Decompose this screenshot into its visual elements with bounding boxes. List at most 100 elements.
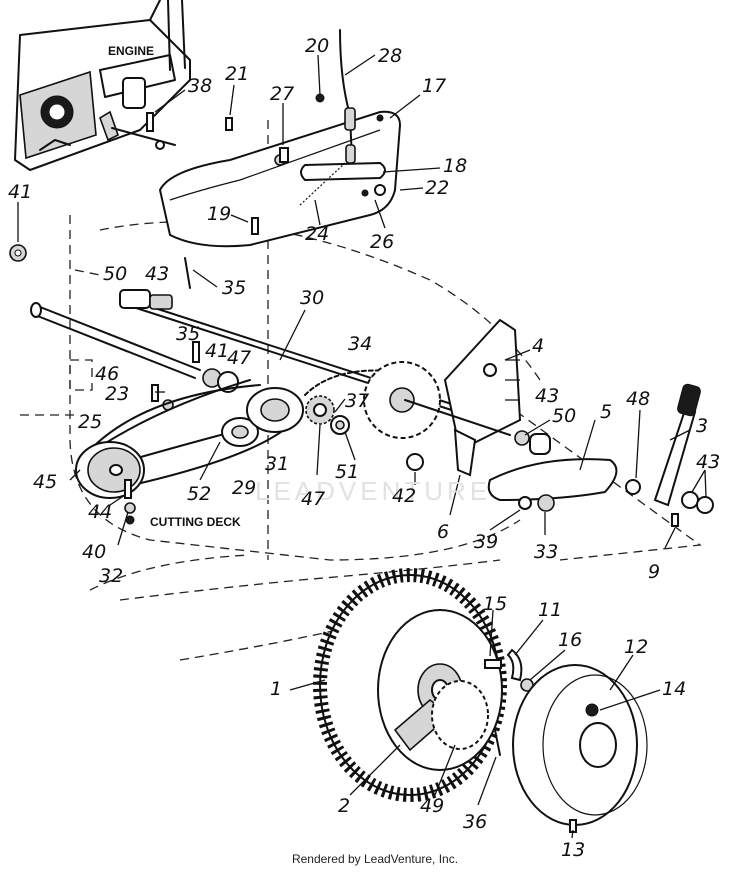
bolt [251, 217, 259, 235]
washer [681, 491, 699, 509]
callout-31: 31 [265, 453, 289, 475]
control-cable [315, 29, 356, 164]
callout-30: 30 [300, 287, 324, 309]
pin [146, 112, 154, 132]
callout-25: 25 [78, 411, 102, 433]
callout-43-right: 43 [535, 385, 559, 407]
callout-27: 27 [270, 83, 294, 105]
callout-22: 22 [425, 177, 449, 199]
callout-38: 38 [188, 75, 212, 97]
cutting-deck-label: CUTTING DECK [150, 515, 241, 529]
callout-33: 33 [534, 541, 558, 563]
engine-assembly [14, 0, 191, 171]
bearing [514, 430, 530, 446]
callout-14: 14 [662, 678, 686, 700]
bolt [151, 384, 159, 402]
callout-34: 34 [348, 333, 372, 355]
washer [124, 502, 136, 514]
callout-45: 45 [33, 471, 57, 493]
callout-20: 20 [305, 35, 329, 57]
bolt [671, 513, 679, 527]
callout-41-top: 41 [8, 181, 32, 203]
callout-26: 26 [370, 231, 394, 253]
callout-21: 21 [225, 63, 249, 85]
callout-49: 49 [420, 795, 444, 817]
callout-24: 24 [305, 223, 329, 245]
callout-29: 29 [232, 477, 256, 499]
callout-48: 48 [626, 388, 650, 410]
callout-18: 18 [443, 155, 467, 177]
large-pulley [75, 441, 145, 499]
nut [125, 515, 135, 525]
callout-43-left: 43 [145, 263, 169, 285]
callout-19: 19 [207, 203, 231, 225]
callout-52: 52 [187, 483, 211, 505]
wheel-sprocket [431, 680, 489, 750]
callout-42: 42 [392, 485, 416, 507]
footer-credit: Rendered by LeadVenture, Inc. [291, 852, 459, 866]
callout-36: 36 [463, 811, 487, 833]
callout-17: 17 [422, 75, 446, 97]
mounting-bracket [453, 428, 477, 477]
callout-50-left: 50 [103, 263, 127, 285]
shift-lever-plate [487, 458, 618, 502]
callouts: 20 28 21 27 17 38 18 22 19 24 26 41 50 4… [8, 35, 720, 861]
callout-35-lower: 35 [176, 323, 200, 345]
callout-6: 6 [437, 521, 449, 543]
rear-axle [30, 302, 201, 379]
callout-3: 3 [696, 415, 708, 437]
bolt [225, 117, 233, 131]
idler-arm [299, 161, 386, 206]
spacer [529, 433, 551, 455]
engine-label: ENGINE [108, 44, 154, 58]
callout-47-top: 47 [227, 347, 251, 369]
callout-32: 32 [99, 565, 123, 587]
callout-4: 4 [532, 335, 544, 357]
callout-9: 9 [648, 561, 660, 583]
nut [585, 703, 599, 717]
callout-28: 28 [378, 45, 402, 67]
callout-1: 1 [270, 678, 282, 700]
idler-pulley [221, 417, 259, 447]
small-sprocket [305, 395, 350, 435]
callout-12: 12 [624, 636, 648, 658]
bolt [124, 479, 132, 499]
callout-35-top: 35 [222, 277, 246, 299]
callout-37: 37 [345, 390, 369, 412]
counter-shaft [404, 399, 511, 436]
cotter-pin [494, 729, 501, 756]
callout-46: 46 [95, 363, 119, 385]
spacer [406, 453, 424, 471]
leader-lines [17, 54, 707, 839]
clip [506, 648, 523, 682]
roll-pin [192, 341, 200, 363]
callout-5: 5 [600, 401, 612, 423]
roll-pin [184, 257, 191, 289]
callout-11: 11 [538, 599, 562, 621]
bolt [279, 147, 289, 163]
washer [518, 496, 532, 510]
callout-15: 15 [483, 593, 507, 615]
shoulder-bolt [484, 659, 502, 669]
callout-13: 13 [561, 839, 585, 861]
watermark: LEADVENTURE [255, 476, 491, 506]
callout-51: 51 [335, 461, 359, 483]
callout-47-bottom: 47 [301, 488, 325, 510]
callout-16: 16 [558, 629, 582, 651]
callout-44: 44 [88, 501, 112, 523]
callout-2: 2 [338, 795, 350, 817]
drive-pulley [246, 387, 304, 433]
callout-43-far-right: 43 [696, 451, 720, 473]
callout-41-mid: 41 [205, 340, 229, 362]
nut [537, 494, 555, 512]
washer [696, 496, 714, 514]
large-sprocket [363, 361, 441, 439]
callout-23: 23 [105, 383, 129, 405]
shift-lever [653, 383, 701, 507]
callout-50-right: 50 [552, 405, 576, 427]
hub-cap [512, 664, 648, 826]
callout-39: 39 [474, 531, 498, 553]
bushing [625, 479, 641, 495]
callout-40: 40 [82, 541, 106, 563]
